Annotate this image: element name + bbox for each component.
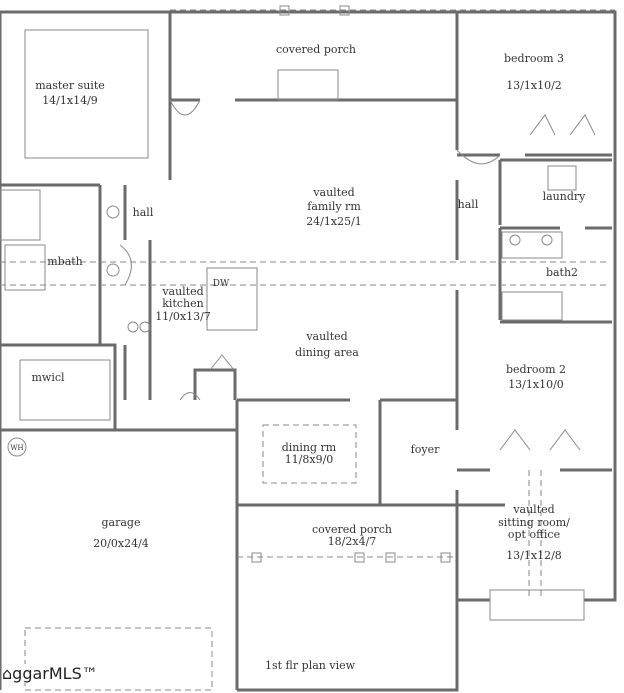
- covered-porch-bottom-dims: 18/2x4/7: [328, 535, 377, 548]
- room-hall-right: hall: [458, 198, 479, 211]
- sitting-room-alt: opt office: [508, 528, 560, 541]
- room-foyer: foyer: [411, 443, 440, 456]
- dishwasher-label: DW: [213, 279, 230, 289]
- room-dining-area: vaulted: [305, 330, 347, 343]
- room-bath2: bath2: [546, 266, 578, 279]
- master-suite-dims: 14/1x14/9: [42, 94, 98, 107]
- room-garage: garage: [102, 516, 141, 529]
- room-dining-rm: dining rm: [282, 441, 337, 454]
- room-bedroom-2: bedroom 2: [506, 363, 566, 376]
- room-sitting-room: vaulted: [512, 503, 554, 516]
- sitting-room-name: sitting room/: [498, 516, 570, 529]
- room-mwicl: mwicl: [31, 371, 65, 384]
- thin-details: [0, 29, 596, 621]
- watermark-text: ggarMLS™: [12, 664, 98, 683]
- post-markers: [251, 5, 451, 563]
- room-hall-left: hall: [133, 206, 154, 219]
- room-bedroom-3: bedroom 3: [504, 52, 564, 65]
- plan-caption: 1st flr plan view: [265, 659, 356, 672]
- room-covered-porch-top: covered porch: [276, 43, 356, 56]
- kitchen-dims: 11/0x13/7: [155, 310, 211, 323]
- walls: [0, 10, 617, 692]
- family-rm-name: family rm: [307, 200, 361, 213]
- sitting-room-dims: 13/1x12/8: [506, 549, 562, 562]
- house-icon: ⌂: [2, 664, 13, 683]
- dashed-lines: [0, 9, 615, 691]
- bedroom-3-dims: 13/1x10/2: [506, 79, 562, 92]
- garage-dims: 20/0x24/4: [93, 537, 149, 550]
- bedroom-2-dims: 13/1x10/0: [508, 378, 564, 391]
- room-master-suite: master suite: [35, 79, 105, 92]
- water-heater-label: WH: [10, 444, 23, 452]
- family-rm-dims: 24/1x25/1: [306, 215, 362, 228]
- watermark-logo: ⌂ ggarMLS™: [2, 664, 98, 683]
- room-laundry: laundry: [543, 190, 587, 203]
- dining-rm-dims: 11/8x9/0: [285, 453, 334, 466]
- room-mbath: mbath: [47, 255, 83, 268]
- room-family-rm: vaulted: [312, 186, 354, 199]
- dining-area-name: dining area: [295, 346, 359, 359]
- room-covered-porch-bottom: covered porch: [312, 523, 392, 536]
- kitchen-name: kitchen: [162, 297, 203, 310]
- room-kitchen: vaulted: [161, 285, 203, 298]
